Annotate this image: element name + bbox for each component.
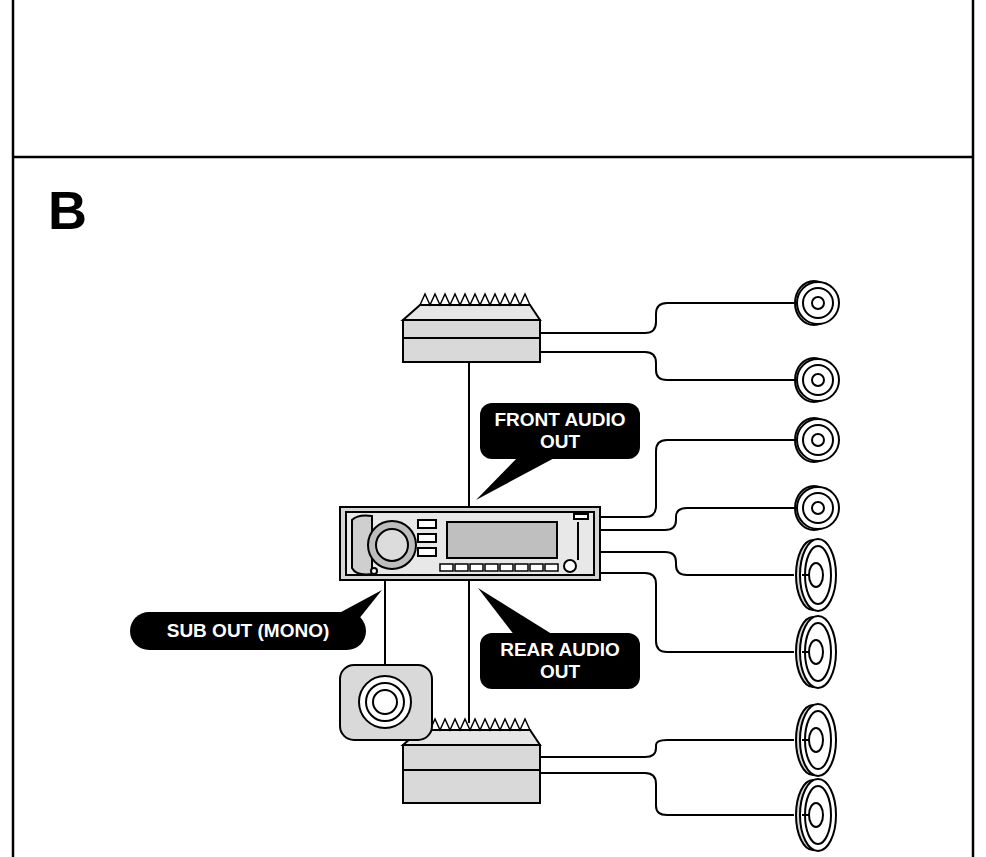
callout-text: REAR AUDIO OUT [488, 639, 632, 683]
subwoofer [340, 665, 432, 740]
callout-text: SUB OUT (MONO) [142, 620, 354, 642]
callout-box: SUB OUT (MONO) [130, 612, 366, 650]
callout-box: REAR AUDIO OUT [480, 633, 640, 689]
callout-pointer [330, 455, 560, 636]
callout-box: FRONT AUDIO OUT [480, 403, 640, 459]
section-letter: B [48, 183, 87, 237]
head-unit [340, 507, 600, 580]
callout-text: FRONT AUDIO OUT [488, 409, 632, 453]
speakers [795, 281, 839, 851]
amplifier [403, 294, 540, 362]
